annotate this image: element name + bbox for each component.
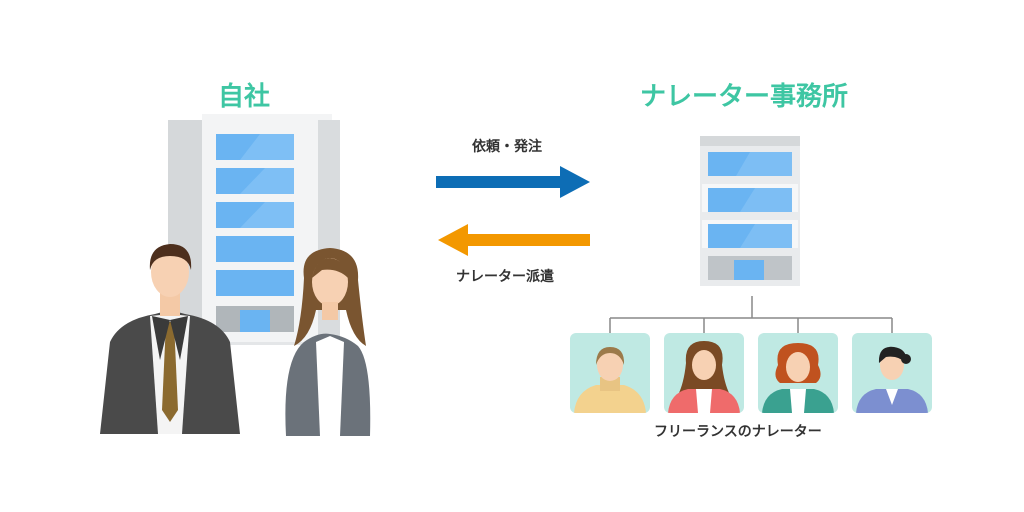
freelancer-card-1 [570, 333, 650, 413]
company-illustration [100, 114, 371, 436]
narrator-avatar-icon [856, 346, 928, 413]
freelance-caption: フリーランスのナレーター [654, 424, 822, 440]
narrator-avatar-icon [574, 347, 646, 413]
agency-building-icon [700, 136, 800, 286]
narrator-avatar-icon [668, 341, 740, 413]
agency-title: ナレーター事務所 [640, 82, 849, 112]
businesswoman-icon [285, 248, 371, 436]
company-title: 自社 [218, 82, 271, 112]
request-label: 依頼・発注 [472, 139, 542, 155]
org-connector [609, 296, 893, 334]
freelancer-card-2 [664, 333, 744, 413]
freelancer-card-4 [852, 333, 932, 413]
request-arrow [436, 166, 590, 198]
narrator-avatar-icon [762, 343, 834, 413]
businessman-icon [100, 244, 240, 434]
dispatch-label: ナレーター派遣 [456, 269, 554, 285]
freelancer-card-3 [758, 333, 838, 413]
dispatch-arrow [438, 224, 590, 256]
